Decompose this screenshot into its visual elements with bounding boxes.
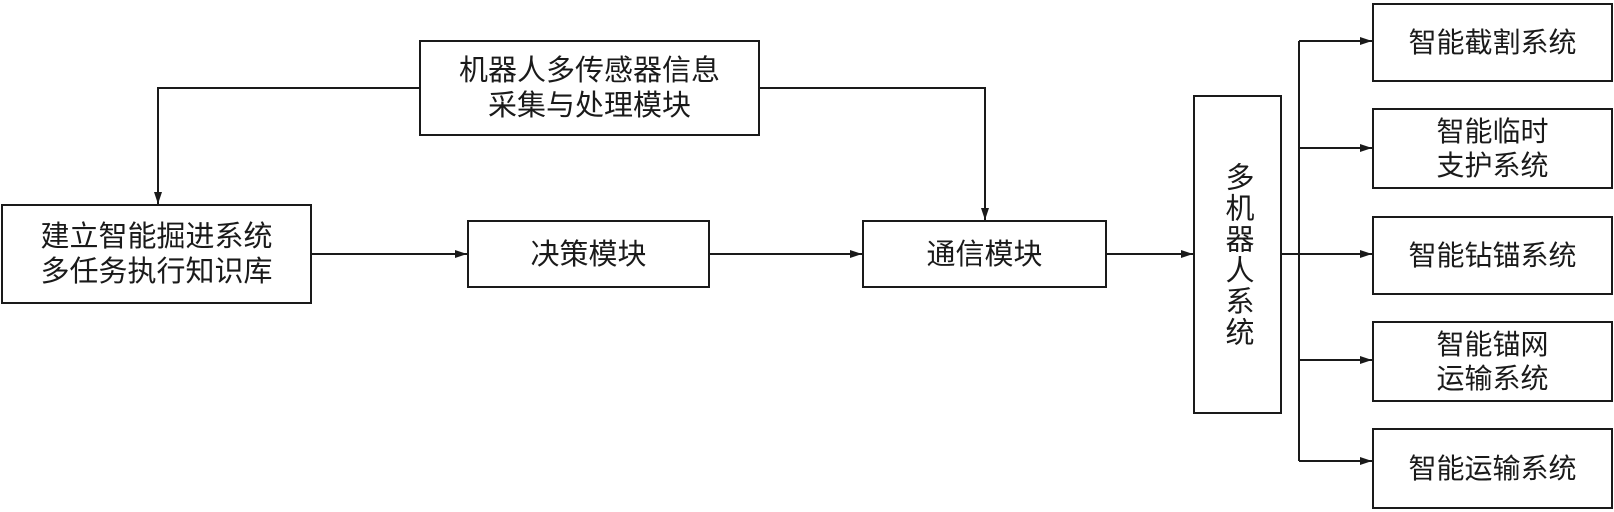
subsystem-5-label: 智能运输系统 xyxy=(1408,452,1576,486)
sensor-module-box: 机器人多传感器信息 采集与处理模块 xyxy=(419,40,760,136)
subsystem-4-label: 智能锚网 运输系统 xyxy=(1436,328,1548,395)
subsystem-2-line-1: 智能临时 xyxy=(1436,114,1549,148)
decision-module-box: 决策模块 xyxy=(467,220,710,288)
subsystem-1-line-1: 智能截割系统 xyxy=(1408,25,1577,59)
multi-robot-system-label: 多机器人系统 xyxy=(1221,161,1255,348)
subsystem-3-label: 智能钻锚系统 xyxy=(1408,239,1576,273)
comm-module-line-1: 通信模块 xyxy=(926,236,1043,271)
knowledge-base-box: 建立智能掘进系统 多任务执行知识库 xyxy=(1,204,312,304)
subsystem-2-line-2: 支护系统 xyxy=(1436,148,1549,182)
subsystem-4-line-2: 运输系统 xyxy=(1436,361,1549,395)
decision-module-label: 决策模块 xyxy=(530,237,646,272)
subsystem-3-line-1: 智能钻锚系统 xyxy=(1408,238,1577,272)
subsystem-2-label: 智能临时 支护系统 xyxy=(1436,115,1548,182)
sensor-module-label: 机器人多传感器信息 采集与处理模块 xyxy=(459,53,720,123)
multi-robot-system-box: 多机器人系统 xyxy=(1193,95,1282,414)
decision-module-line-1: 决策模块 xyxy=(530,236,647,271)
subsystem-4-box: 智能锚网 运输系统 xyxy=(1372,321,1613,402)
knowledge-base-label: 建立智能掘进系统 多任务执行知识库 xyxy=(40,219,272,289)
subsystem-1-label: 智能截割系统 xyxy=(1408,26,1576,60)
knowledge-base-line-1: 建立智能掘进系统 xyxy=(40,219,273,254)
subsystem-4-line-1: 智能锚网 xyxy=(1436,327,1549,361)
knowledge-base-line-2: 多任务执行知识库 xyxy=(40,254,273,288)
comm-module-label: 通信模块 xyxy=(926,237,1042,272)
sensor-module-line-1: 机器人多传感器信息 xyxy=(458,53,720,88)
comm-module-box: 通信模块 xyxy=(862,220,1107,288)
subsystem-5-box: 智能运输系统 xyxy=(1372,428,1613,509)
subsystem-5-line-1: 智能运输系统 xyxy=(1408,451,1577,485)
arrow-sensor-to-knowledge-base xyxy=(154,87,419,204)
arrow-sensor-to-comm xyxy=(760,87,989,220)
subsystem-2-box: 智能临时 支护系统 xyxy=(1372,108,1613,189)
subsystem-3-box: 智能钻锚系统 xyxy=(1372,216,1613,295)
sensor-module-line-2: 采集与处理模块 xyxy=(487,88,691,122)
subsystem-1-box: 智能截割系统 xyxy=(1372,3,1613,82)
